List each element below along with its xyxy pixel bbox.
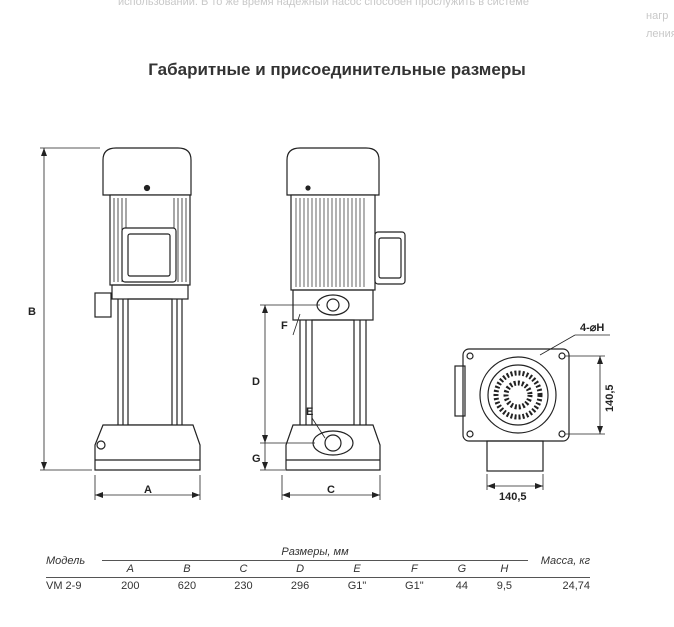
page-title: Габаритные и присоединительные размеры xyxy=(148,60,526,79)
pump-dimension-drawing: B A C D G F E 4-⌀H 140,5 140,5 xyxy=(28,147,616,503)
cell-g: 44 xyxy=(443,577,481,594)
dimension-label-b: B xyxy=(28,306,36,318)
column-header-d: D xyxy=(296,563,305,575)
column-header-f: F xyxy=(410,563,418,575)
column-header-h: H xyxy=(500,563,509,575)
dimension-label-width-side: 140,5 xyxy=(604,384,616,412)
background-text-line3: ления xyxy=(646,28,674,40)
column-header-g: G xyxy=(457,563,467,575)
dimension-label-f: F xyxy=(281,320,288,332)
column-header-e: E xyxy=(353,563,361,575)
cell-f: G1" xyxy=(385,577,443,594)
background-text-line1: использовании. В то же время надёжный на… xyxy=(118,0,529,8)
cell-b: 620 xyxy=(158,577,216,594)
dimension-label-d: D xyxy=(252,376,260,388)
side-view-pump xyxy=(285,147,406,471)
dimension-label-holes: 4-⌀H xyxy=(580,322,604,334)
background-text-line2: нагр xyxy=(646,10,669,22)
cell-h: 9,5 xyxy=(480,577,528,594)
cell-model: VM 2-9 xyxy=(46,577,102,594)
header-model: Модель xyxy=(46,544,102,578)
column-header-a: A xyxy=(126,563,134,575)
dimension-label-a: A xyxy=(144,484,152,496)
top-view-pump xyxy=(454,348,570,472)
dimension-label-e: E xyxy=(306,406,313,418)
column-header-c: C xyxy=(239,563,248,575)
cell-d: 296 xyxy=(271,577,329,594)
dimension-label-g: G xyxy=(252,453,261,465)
cell-mass: 24,74 xyxy=(528,577,590,594)
front-view-pump xyxy=(94,147,201,471)
cell-e: G1" xyxy=(328,577,386,594)
dimension-label-c: C xyxy=(327,484,335,496)
dimension-label-width-top: 140,5 xyxy=(499,491,527,503)
specification-table: Модель Размеры, мм Масса, кг A B C D E F… xyxy=(46,544,590,594)
table-row: VM 2-9 200 620 230 296 G1" G1" 44 9,5 24… xyxy=(46,577,590,594)
header-mass: Масса, кг xyxy=(528,544,590,578)
cell-c: 230 xyxy=(215,577,272,594)
header-dimensions: Размеры, мм xyxy=(102,544,528,561)
column-header-b: B xyxy=(183,563,191,575)
cell-a: 200 xyxy=(102,577,159,594)
